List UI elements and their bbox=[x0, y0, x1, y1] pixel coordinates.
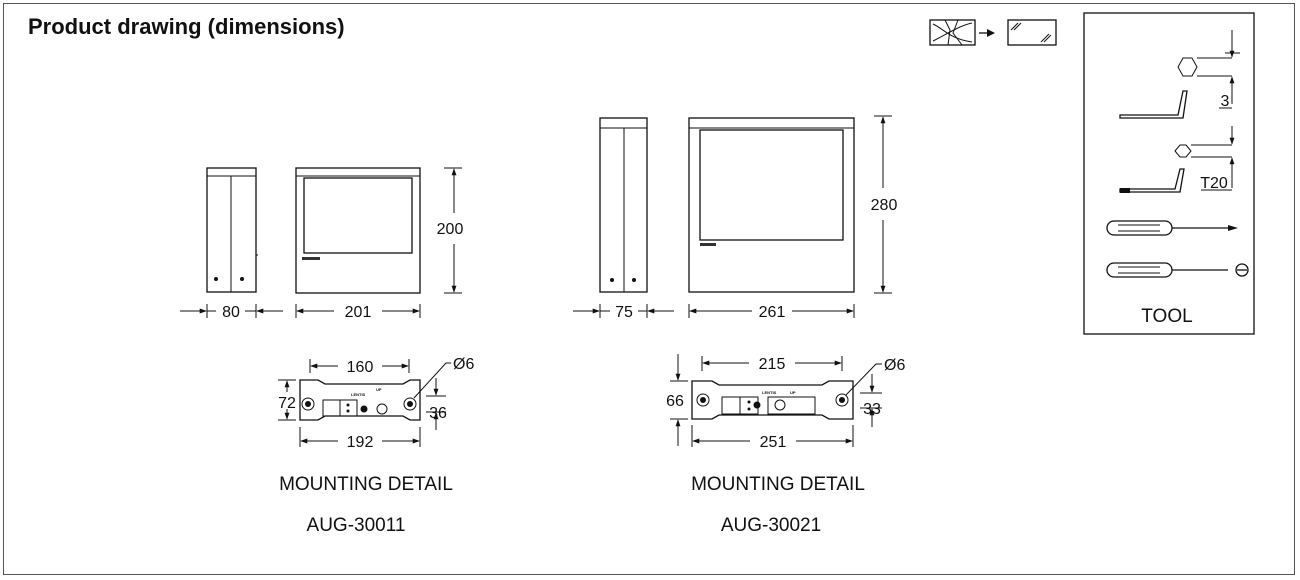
drawing-frame: Product drawing (dimensions) bbox=[3, 3, 1295, 575]
svg-text:UP: UP bbox=[790, 390, 796, 395]
model-1-code: AUG-30011 bbox=[307, 515, 406, 536]
model-2-mount-hole: Ø6 bbox=[884, 357, 905, 374]
model-1-side-view bbox=[206, 167, 258, 293]
model-1-mount-bottom: 192 bbox=[347, 434, 374, 451]
model-2-front-view bbox=[688, 117, 855, 293]
phillips-screwdriver-icon bbox=[1106, 220, 1238, 236]
model-2-mount-left: 66 bbox=[666, 393, 684, 410]
glass-replacement-icon bbox=[929, 19, 1057, 46]
model-2-mount-top: 215 bbox=[759, 356, 786, 373]
svg-text:LENTIS: LENTIS bbox=[762, 390, 777, 395]
svg-text:LENTIS: LENTIS bbox=[351, 392, 366, 397]
model-1-dimensions: 80 201 200 bbox=[180, 167, 464, 321]
tool-label: TOOL bbox=[1141, 306, 1192, 327]
model-1-mounting-plate: LENTIS UP bbox=[299, 379, 421, 421]
model-1-caption: MOUNTING DETAIL bbox=[279, 474, 453, 495]
flat-screwdriver-icon bbox=[1106, 262, 1249, 278]
page-title: Product drawing (dimensions) bbox=[28, 14, 345, 39]
torx-size: T20 bbox=[1200, 175, 1228, 192]
model-2-code: AUG-30021 bbox=[721, 515, 821, 536]
model-1-mount-left: 72 bbox=[278, 395, 296, 412]
model-2-dimensions: 75 261 280 bbox=[573, 115, 898, 321]
model-2-caption: MOUNTING DETAIL bbox=[691, 474, 865, 495]
hex-key-size: 3 bbox=[1221, 93, 1230, 110]
model-2-mounting-plate: LENTIS UP bbox=[691, 380, 854, 420]
torx-key-icon bbox=[1119, 126, 1235, 193]
model-2-side-view bbox=[599, 117, 648, 293]
model-1-mount-hole: Ø6 bbox=[453, 356, 474, 373]
model-2-mount-bottom: 251 bbox=[760, 434, 787, 451]
model-2-side-width: 75 bbox=[615, 304, 633, 321]
model-1-side-width: 80 bbox=[222, 304, 240, 321]
model-1-front-view bbox=[295, 167, 421, 294]
svg-text:UP: UP bbox=[376, 387, 382, 392]
model-1-front-width: 201 bbox=[345, 304, 372, 321]
model-2-height: 280 bbox=[871, 197, 898, 214]
model-1-mounting-dimensions: 160 192 72 36 Ø6 bbox=[278, 356, 474, 451]
model-1-height: 200 bbox=[437, 221, 464, 238]
model-2-front-width: 261 bbox=[759, 304, 786, 321]
model-2-mounting-dimensions: 215 251 66 33 Ø6 bbox=[666, 354, 905, 451]
hex-key-icon bbox=[1119, 30, 1240, 119]
model-1-mount-right: 36 bbox=[429, 405, 447, 422]
model-1-mount-top: 160 bbox=[347, 359, 374, 376]
model-2-mount-right: 33 bbox=[863, 401, 881, 418]
tool-box: 3 T20 TOOL bbox=[1083, 12, 1255, 335]
